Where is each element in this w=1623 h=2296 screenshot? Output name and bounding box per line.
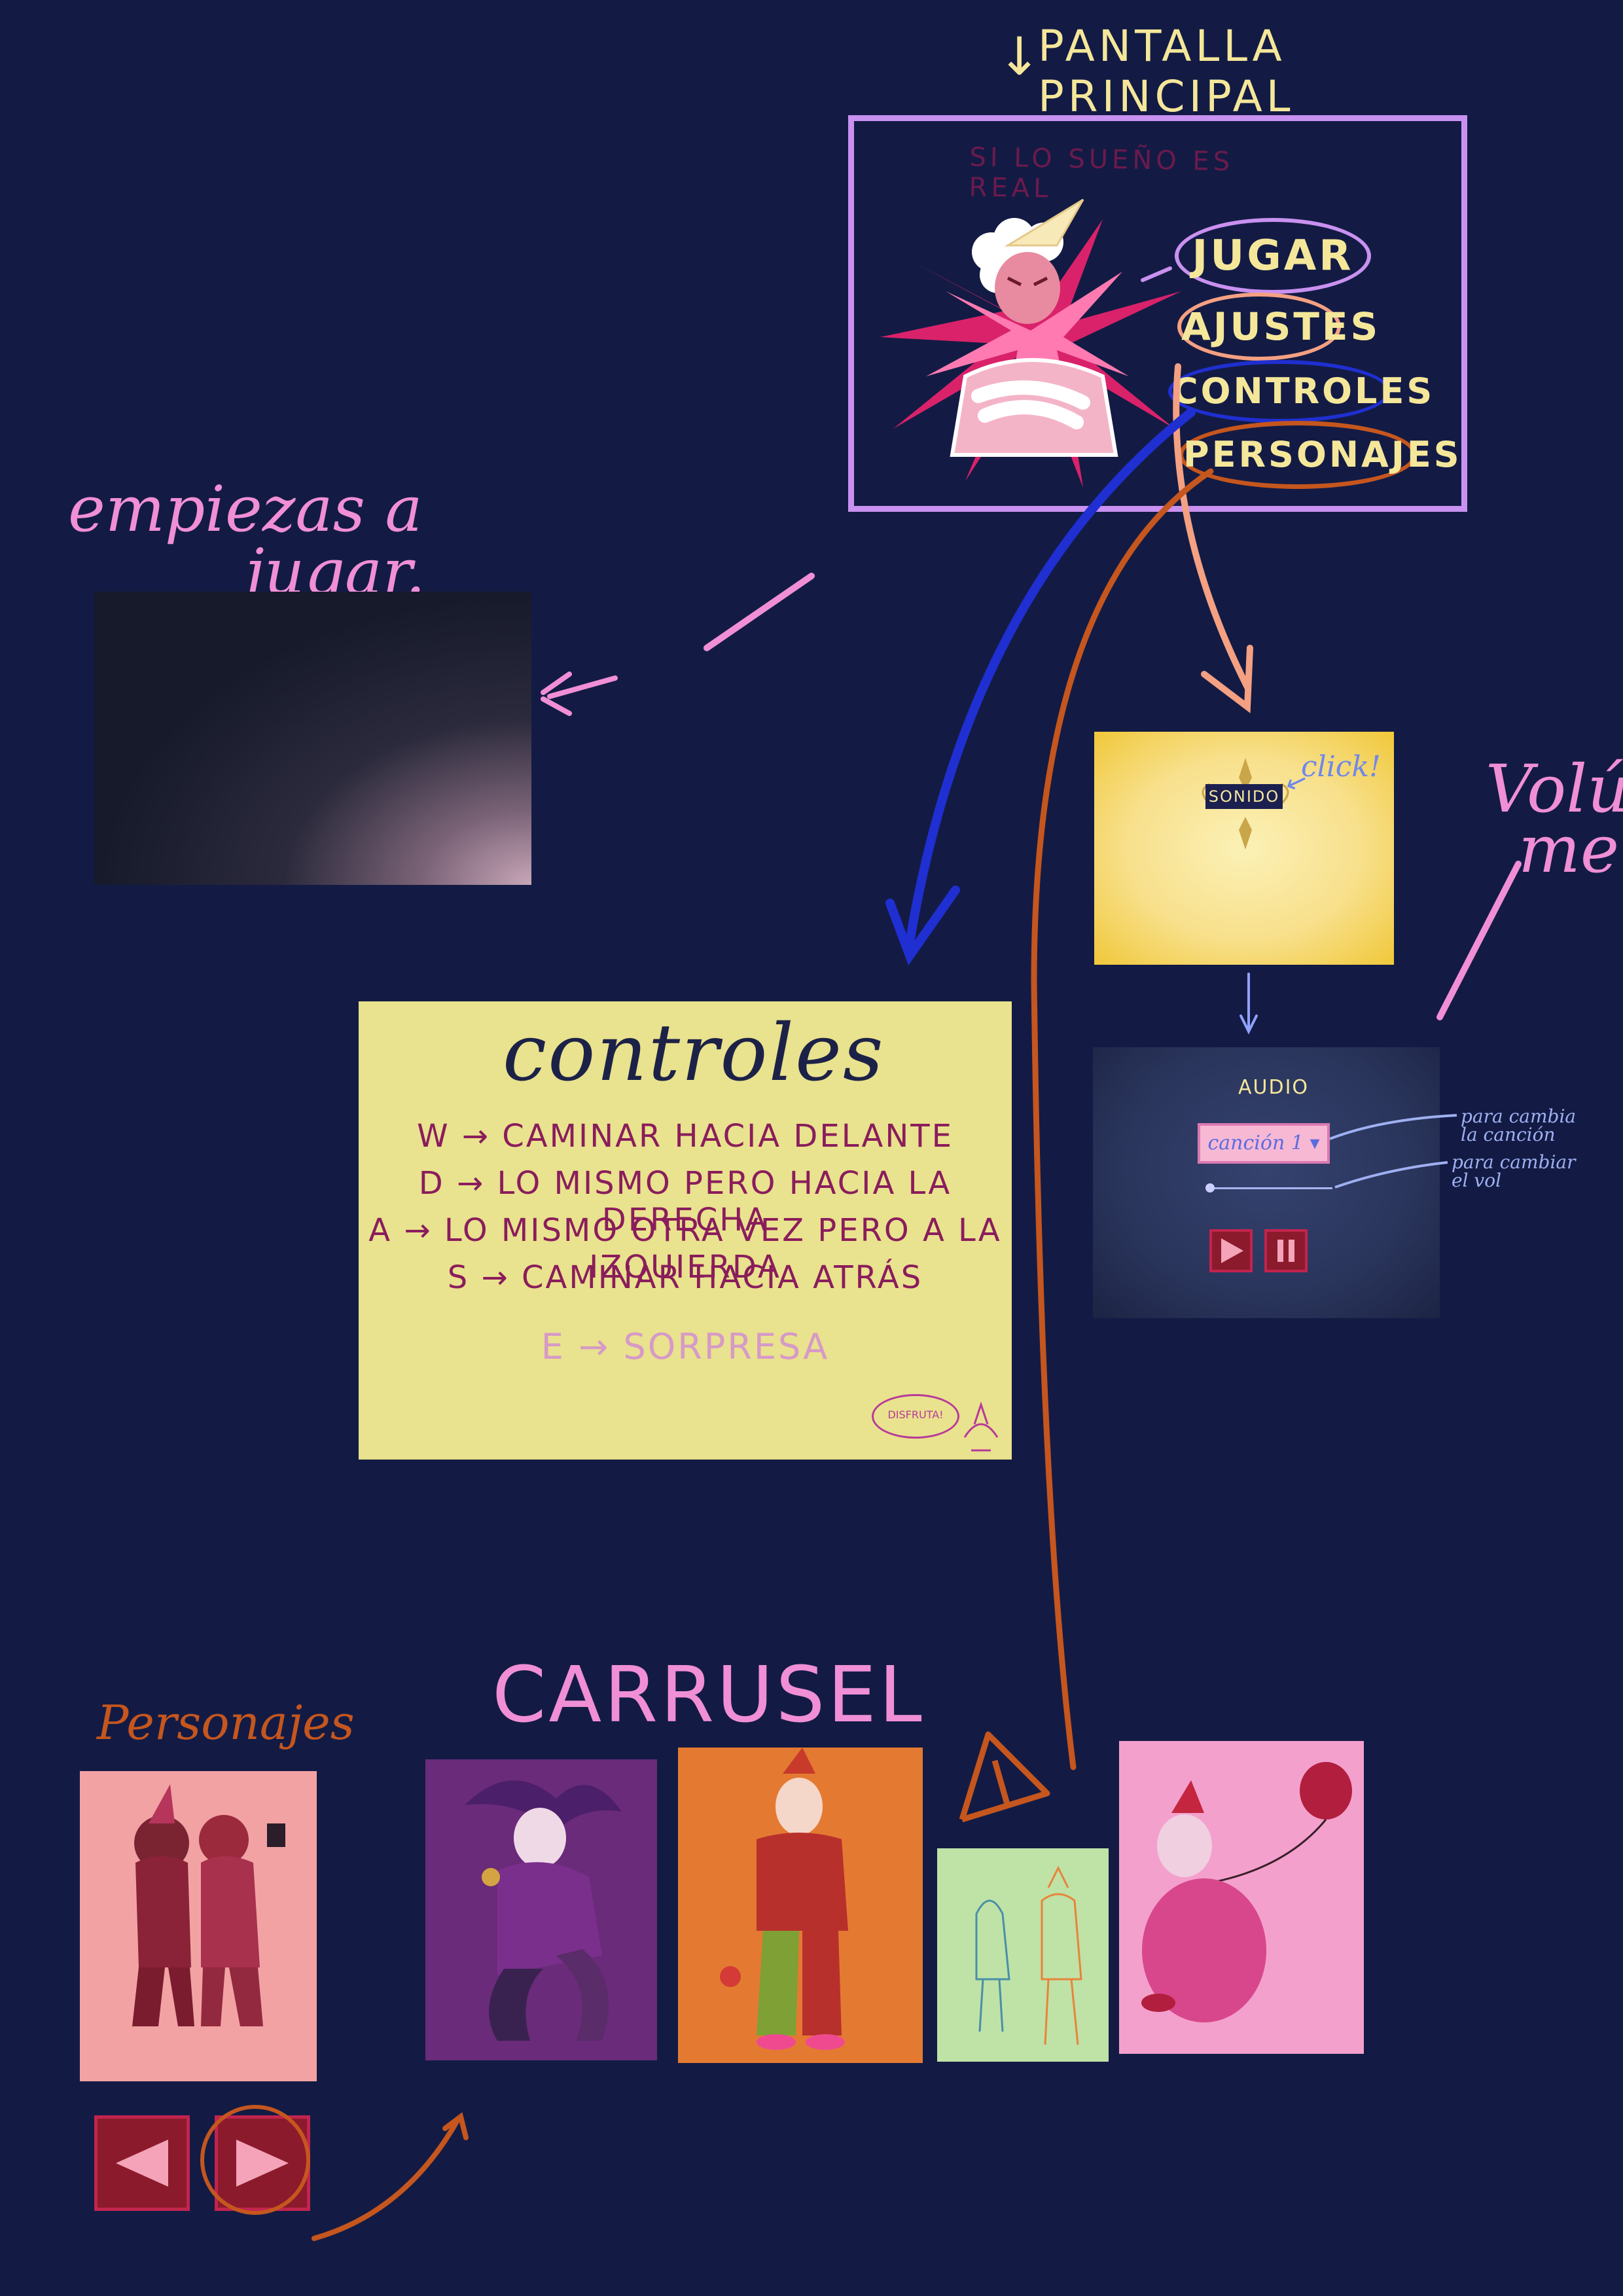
audio-title: AUDIO [1238, 1076, 1310, 1099]
volume-label-line1: Volú [1486, 751, 1623, 827]
song-select-value: canción 1 [1207, 1132, 1304, 1155]
note-song: para cambia la canción [1461, 1105, 1577, 1145]
carousel-card-jester[interactable] [425, 1759, 657, 2060]
clown-duo-illustration [132, 1784, 285, 2026]
down-arrow-icon: ↓ [997, 26, 1042, 87]
control-e: E → SORPRESA [541, 1326, 830, 1367]
mini-clown-icon [963, 1401, 999, 1452]
balloon-clown-illustration [1141, 1762, 1352, 2022]
arrow-left-icon [116, 2140, 168, 2187]
menu-controles-button[interactable]: CONTROLES [1168, 360, 1432, 423]
prev-button[interactable] [94, 2115, 190, 2211]
chevron-down-icon: ▾ [1310, 1132, 1320, 1155]
clown-illustration [880, 198, 1181, 488]
note-volume: para cambiar el vol [1452, 1151, 1576, 1191]
speech-bubble: DISFRUTA! [872, 1394, 959, 1439]
sound-button[interactable]: SONIDO [1205, 784, 1283, 809]
arrow-to-controls-head [885, 886, 960, 965]
arrow-to-play-head [541, 672, 618, 716]
arrow-to-play [704, 573, 815, 651]
game-screen-preview [94, 592, 531, 885]
pause-button[interactable] [1264, 1229, 1308, 1272]
control-s: S → CAMINAR HACIA ATRÁS [447, 1259, 923, 1296]
menu-ajustes-button[interactable]: AJUSTES [1177, 293, 1378, 361]
control-w: W → CAMINAR HACIA DELANTE [417, 1118, 954, 1155]
pause-icon [1277, 1240, 1294, 1262]
play-icon [1221, 1238, 1243, 1263]
arrow-next-to-carousel-head [442, 2112, 469, 2140]
next-button-highlight [200, 2105, 310, 2215]
characters-card [80, 1771, 317, 2081]
arrow-to-settings-head [1201, 645, 1253, 713]
carousel-card-balloon-clown[interactable] [1119, 1741, 1364, 2054]
click-note: click! [1301, 750, 1381, 783]
settings-screen: SONIDO click! ← [1094, 732, 1394, 965]
audio-screen: AUDIO canción 1 ▾ [1093, 1047, 1440, 1318]
arrow-next-to-carousel [312, 2117, 461, 2241]
play-label: empiezas a jugar. [68, 478, 539, 603]
arrow-settings-to-audio [1240, 973, 1258, 1035]
volume-label-line2: men [1518, 811, 1623, 888]
characters-label: Personajes [97, 1695, 355, 1750]
carousel-card-harlequin[interactable] [678, 1748, 923, 2063]
volume-label: Volú men [1486, 751, 1623, 888]
sketch-illustration [975, 1865, 1082, 2045]
arrow-to-characters-head [959, 1731, 1050, 1823]
song-select[interactable]: canción 1 ▾ [1198, 1123, 1330, 1164]
control-d: D → LO MISMO PERO HACIA LA DERECHA [418, 1165, 952, 1238]
play-button[interactable] [1209, 1229, 1253, 1272]
carousel-card-sketch[interactable] [937, 1848, 1109, 2062]
volume-slider[interactable] [1208, 1187, 1332, 1189]
volume-slider-handle[interactable] [1205, 1183, 1215, 1193]
main-screen-mockup: SI LO SUEÑO ES REAL JUGAR AJUSTES CONTRO… [848, 115, 1467, 512]
control-a: A → LO MISMO OTRA VEZ PERO A LA IZQUIERD… [368, 1212, 1002, 1285]
carousel-label: CARRUSEL [492, 1649, 925, 1740]
jester-illustration [465, 1780, 622, 2041]
page-title: PANTALLA PRINCIPAL [1038, 21, 1294, 122]
controls-screen: controles W → CAMINAR HACIA DELANTE D → … [359, 1001, 1012, 1460]
volume-pointer [1436, 861, 1522, 1020]
menu-jugar-button[interactable]: JUGAR [1175, 218, 1371, 294]
harlequin-illustration [720, 1748, 848, 2050]
play-label-line1: empiezas a [68, 473, 423, 546]
controls-title: controles [503, 1008, 885, 1099]
menu-personajes-button[interactable]: PERSONAJES [1179, 421, 1459, 489]
